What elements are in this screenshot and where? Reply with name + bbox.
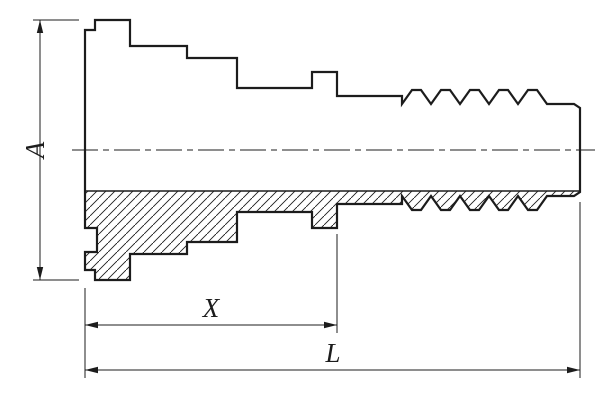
dim-l-label: L xyxy=(324,338,340,368)
dim-a-arrow-top xyxy=(36,20,44,33)
dim-x-arrow-right xyxy=(324,321,337,329)
dimension-a xyxy=(33,19,79,281)
dim-a-arrow-bottom xyxy=(36,267,44,280)
section-cut-hatched xyxy=(84,190,581,281)
dimension-x xyxy=(85,234,338,333)
dimension-l xyxy=(85,202,581,378)
part-outline xyxy=(83,18,582,282)
dim-x-label: X xyxy=(202,293,221,323)
dim-l-arrow-left xyxy=(85,366,98,374)
dim-a-label: A xyxy=(20,141,50,160)
dim-x-arrow-left xyxy=(85,321,98,329)
dim-l-arrow-right xyxy=(567,366,580,374)
